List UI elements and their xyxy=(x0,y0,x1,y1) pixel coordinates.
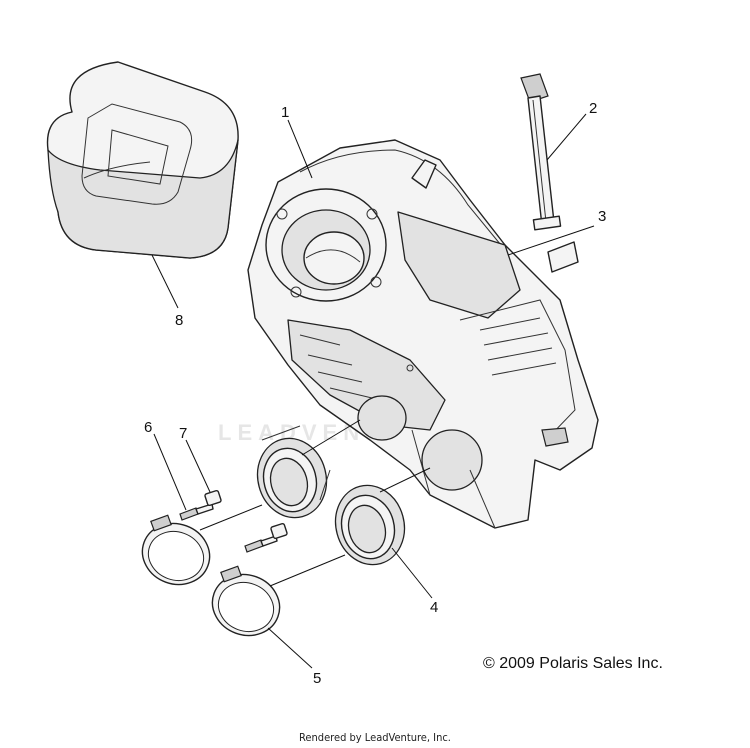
assembly-line-4 xyxy=(379,467,431,493)
callout-2: 2 xyxy=(589,100,597,117)
intake-boot-lower xyxy=(334,484,406,566)
callout-6: 6 xyxy=(144,419,152,436)
warning-label xyxy=(547,241,579,273)
air-box-housing xyxy=(247,139,599,529)
screw-lower xyxy=(244,535,278,553)
intake-boot-upper xyxy=(256,425,331,519)
callout-8: 8 xyxy=(175,312,183,329)
footer-credit: Rendered by LeadVenture, Inc. xyxy=(299,731,451,744)
leader-6 xyxy=(153,433,187,511)
air-filter-foam xyxy=(46,61,239,259)
callout-1: 1 xyxy=(281,104,289,121)
leader-1 xyxy=(287,119,313,179)
leader-8 xyxy=(151,254,179,309)
hose-clamp-upper xyxy=(141,514,211,586)
leader-7 xyxy=(185,439,211,493)
spacer-upper xyxy=(204,489,222,507)
assembly-line-2 xyxy=(269,554,346,587)
leader-2 xyxy=(546,113,587,161)
spacer-lower xyxy=(270,522,288,540)
hose-clamp-lower xyxy=(211,565,281,637)
copyright-text: © 2009 Polaris Sales Inc. xyxy=(483,655,663,672)
leader-4 xyxy=(391,547,433,599)
leader-3 xyxy=(507,225,595,256)
screw-upper xyxy=(179,503,214,521)
callout-5: 5 xyxy=(313,670,321,687)
callout-7: 7 xyxy=(179,425,187,442)
leader-5 xyxy=(267,627,313,669)
callout-3: 3 xyxy=(598,208,606,225)
assembly-line-1 xyxy=(199,504,263,531)
assembly-line-3 xyxy=(301,419,361,456)
callout-4: 4 xyxy=(430,599,438,616)
rubber-strap xyxy=(520,73,562,231)
